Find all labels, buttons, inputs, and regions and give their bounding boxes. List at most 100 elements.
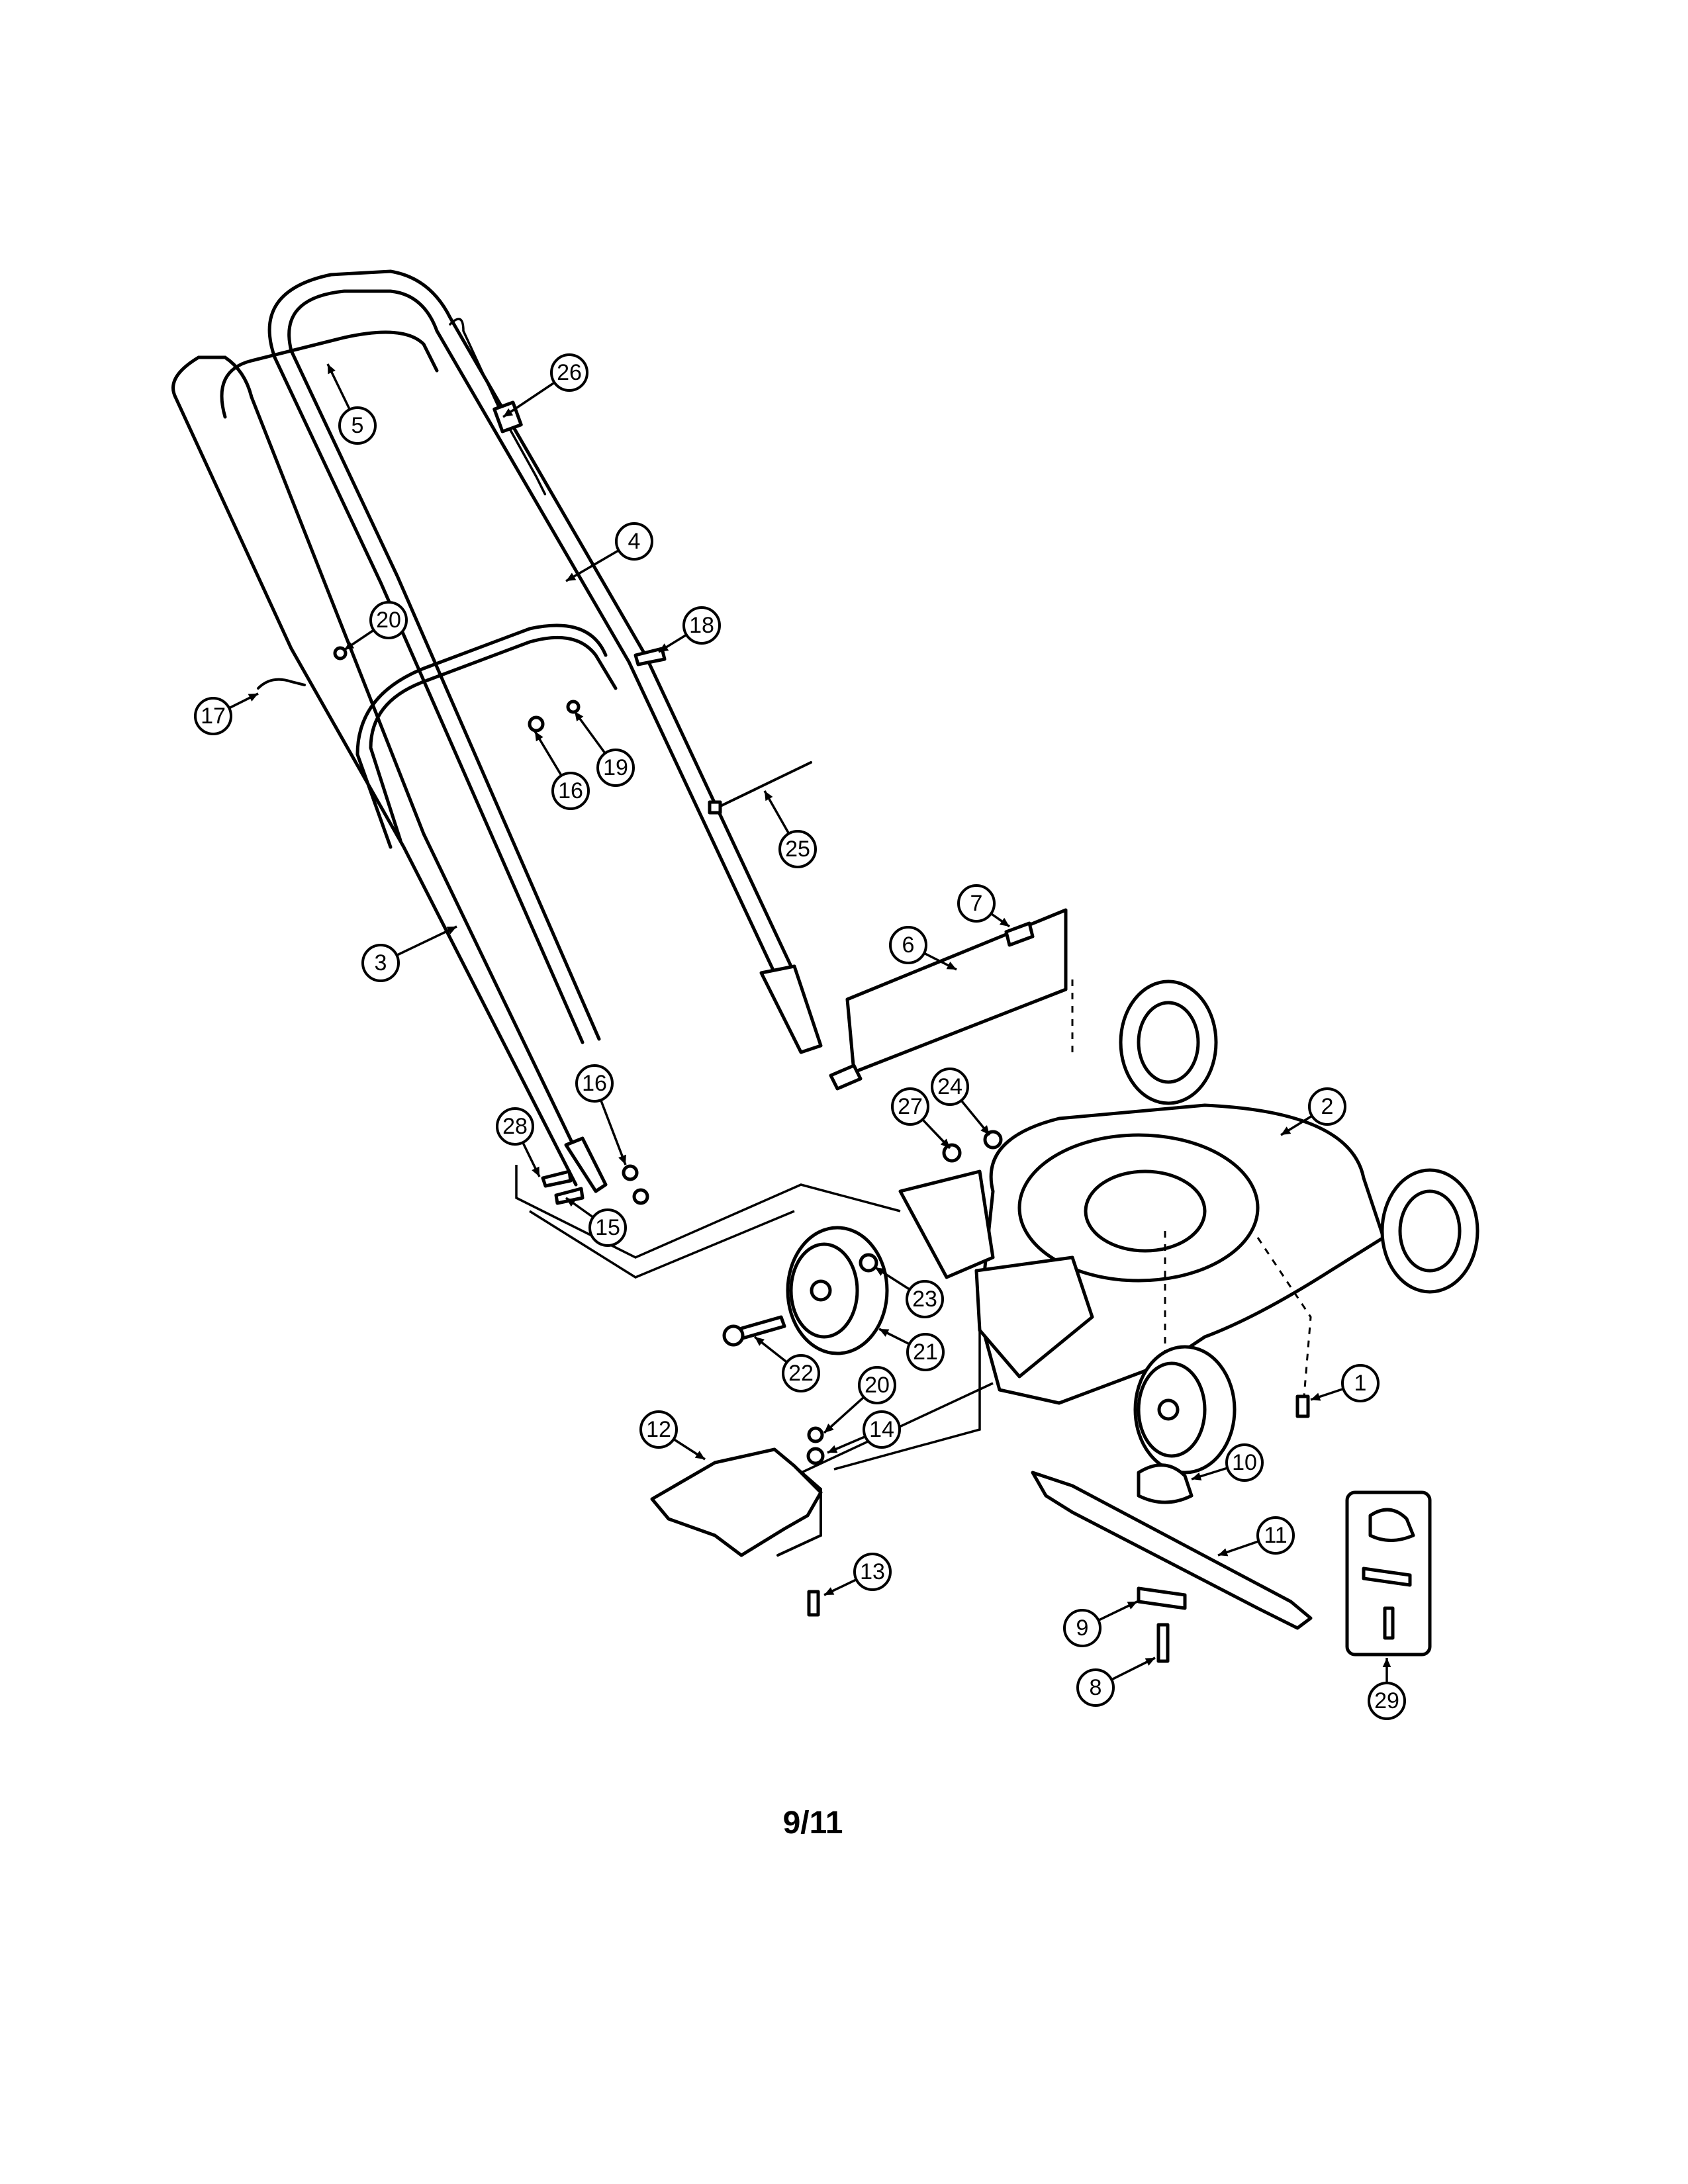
callout-circle bbox=[496, 1107, 534, 1146]
lower-handle-bracket bbox=[564, 1136, 608, 1193]
handle-hardware bbox=[257, 646, 667, 1205]
wheel-front bbox=[786, 1226, 889, 1355]
callout-circle bbox=[853, 1553, 892, 1591]
callout-8: 8 bbox=[1076, 1657, 1156, 1707]
callout-arrowhead bbox=[875, 1267, 886, 1276]
upper-handle-inner bbox=[267, 269, 813, 1044]
callout-4: 4 bbox=[565, 522, 653, 582]
callout-circle bbox=[615, 522, 653, 561]
callout-25: 25 bbox=[763, 790, 817, 868]
callout-arrowhead bbox=[328, 364, 336, 375]
callout-number: 18 bbox=[689, 613, 714, 638]
callout-circle bbox=[194, 697, 232, 735]
callout-circle bbox=[906, 1280, 944, 1318]
wheel-front-right bbox=[1133, 1345, 1237, 1475]
callout-circle bbox=[863, 1410, 901, 1449]
callout-number: 29 bbox=[1374, 1688, 1399, 1713]
callout-number: 8 bbox=[1090, 1675, 1102, 1700]
callout-18: 18 bbox=[658, 606, 721, 653]
callout-21: 21 bbox=[878, 1328, 945, 1371]
callout-17: 17 bbox=[194, 692, 259, 735]
callout-arrowhead bbox=[694, 1451, 705, 1459]
callout-arrowhead bbox=[1382, 1658, 1391, 1667]
callout-arrowhead bbox=[1192, 1472, 1202, 1480]
callout-number: 19 bbox=[603, 755, 628, 780]
callout-number: 28 bbox=[502, 1114, 528, 1139]
callout-number: 13 bbox=[860, 1559, 885, 1584]
callout-number: 4 bbox=[628, 529, 641, 554]
callout-number: 6 bbox=[902, 933, 915, 958]
lower-crossbar-inner bbox=[355, 623, 608, 849]
callout-27: 27 bbox=[891, 1087, 951, 1150]
callout-arrowhead bbox=[946, 962, 957, 970]
rear-shield bbox=[845, 908, 1068, 1074]
callout-number: 12 bbox=[646, 1417, 671, 1442]
callout-circle bbox=[588, 1208, 627, 1247]
callout-16: 16 bbox=[575, 1064, 627, 1165]
callout-circle bbox=[551, 772, 590, 810]
callout-number: 26 bbox=[557, 360, 582, 385]
callout-circle bbox=[1256, 1516, 1295, 1555]
callout-arrowhead bbox=[1218, 1548, 1229, 1557]
callout-number: 16 bbox=[582, 1071, 607, 1096]
discharge-deflector bbox=[650, 1447, 823, 1557]
callout-circle bbox=[1225, 1443, 1264, 1482]
page-number: 9/11 bbox=[783, 1805, 843, 1841]
callout-14: 14 bbox=[827, 1410, 901, 1454]
deck-chute bbox=[974, 1255, 1094, 1379]
callout-circle bbox=[906, 1333, 945, 1371]
callout-arrowhead bbox=[999, 917, 1009, 927]
shield-bracket bbox=[1004, 921, 1035, 947]
callout-arrowhead bbox=[566, 1198, 577, 1207]
callout-circle bbox=[550, 353, 588, 392]
callout-13: 13 bbox=[823, 1553, 892, 1596]
callout-24: 24 bbox=[931, 1068, 991, 1136]
callout-arrowhead bbox=[575, 711, 584, 722]
callout-23: 23 bbox=[874, 1266, 944, 1318]
callout-number: 27 bbox=[898, 1094, 923, 1119]
blade-adapter bbox=[1137, 1463, 1194, 1504]
callout-number: 22 bbox=[788, 1361, 814, 1386]
callout-10: 10 bbox=[1191, 1443, 1264, 1482]
callout-circle bbox=[1368, 1682, 1406, 1720]
callout-circle bbox=[957, 884, 996, 923]
callout-circle bbox=[1308, 1087, 1346, 1126]
callout-9: 9 bbox=[1063, 1600, 1138, 1647]
callout-number: 3 bbox=[375, 950, 387, 976]
deck-front-panel bbox=[898, 1169, 995, 1279]
callout-20: 20 bbox=[344, 601, 408, 651]
callout-28: 28 bbox=[496, 1107, 541, 1177]
callout-26: 26 bbox=[502, 353, 588, 418]
callout-arrowhead bbox=[344, 641, 355, 650]
stiffener-plate bbox=[1137, 1586, 1187, 1610]
upper-handle-bracket bbox=[759, 964, 823, 1054]
callout-arrowhead bbox=[446, 927, 457, 934]
callout-number: 24 bbox=[937, 1074, 962, 1099]
callout-number: 5 bbox=[352, 413, 364, 438]
callout-number: 23 bbox=[912, 1287, 937, 1312]
callout-circle bbox=[575, 1064, 614, 1103]
lower-crossbar bbox=[369, 635, 618, 842]
callout-5: 5 bbox=[326, 363, 377, 445]
callout-11: 11 bbox=[1217, 1516, 1295, 1557]
callout-29: 29 bbox=[1368, 1658, 1406, 1720]
callout-15: 15 bbox=[565, 1197, 627, 1247]
upper-handle bbox=[287, 289, 796, 1041]
callout-circle bbox=[1341, 1364, 1380, 1402]
callout-circle bbox=[858, 1366, 896, 1404]
callout-circle bbox=[369, 601, 408, 639]
callout-arrowhead bbox=[1281, 1126, 1291, 1135]
lower-handle bbox=[171, 355, 591, 1180]
callout-circle bbox=[1063, 1609, 1102, 1647]
lower-handle-outer bbox=[173, 395, 578, 1187]
callout-circle bbox=[889, 926, 927, 964]
callout-number: 14 bbox=[869, 1417, 894, 1442]
callout-arrowhead bbox=[824, 1587, 835, 1595]
callout-arrowhead bbox=[824, 1423, 834, 1433]
callout-arrowhead bbox=[535, 731, 543, 742]
callout-number: 21 bbox=[913, 1340, 938, 1365]
callout-arrowhead bbox=[248, 694, 258, 702]
callout-19: 19 bbox=[573, 710, 635, 787]
callout-circle bbox=[682, 606, 721, 645]
